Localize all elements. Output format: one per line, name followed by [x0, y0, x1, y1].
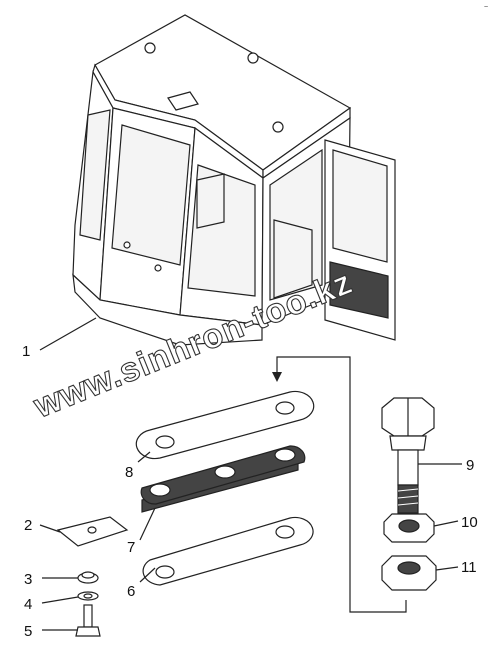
lifting-eye: [247, 52, 259, 64]
small-bolt-head: [75, 626, 101, 637]
lower-shim-plate: [142, 516, 314, 586]
door-window: [332, 149, 388, 263]
callout-6: 6: [127, 583, 135, 600]
leader-line-2: [39, 524, 61, 533]
leader-line-1: [39, 317, 97, 351]
bolt-nut: [381, 555, 437, 591]
small-bolt-shank: [83, 604, 93, 628]
leader-line-10: [433, 520, 459, 527]
lifting-eye: [144, 42, 156, 54]
side-vent-window: [196, 173, 225, 229]
callout-2: 2: [24, 517, 32, 534]
small-washer-hole: [83, 593, 93, 599]
lifting-eye: [272, 121, 284, 133]
leader-line-11: [435, 566, 459, 571]
callout-3: 3: [24, 571, 32, 588]
seat-opening: [273, 219, 313, 299]
leader-line-7: [139, 507, 156, 541]
leader-line-8: [137, 451, 151, 463]
bolt-thread: [397, 484, 419, 514]
front-bolt: [123, 241, 131, 249]
front-windshield: [111, 124, 191, 266]
small-fastener-stack: [75, 571, 101, 637]
front-bolt: [154, 264, 162, 272]
leader-line-6: [139, 567, 156, 583]
callout-10: 10: [461, 514, 478, 531]
bolt-collar: [389, 435, 427, 451]
roof-bracket: [167, 91, 199, 111]
callout-7: 7: [127, 539, 135, 556]
leader-line-4: [41, 596, 79, 604]
callout-5: 5: [24, 623, 32, 640]
bolt-washer: [383, 513, 435, 543]
cab-bottom-skirt: [72, 273, 263, 346]
door-lower-panel: [329, 261, 389, 319]
washer-plate: [56, 516, 129, 547]
upper-shim-plate: [135, 390, 315, 460]
operator-cab: [72, 14, 396, 346]
mounting-bolt: [381, 397, 435, 514]
rubber-mount-pad: [140, 445, 306, 513]
left-window: [79, 109, 111, 241]
bolt-shank: [397, 449, 419, 486]
small-nut-top: [81, 571, 95, 579]
callout-4: 4: [24, 596, 32, 613]
corner-mark: ~: [484, 4, 488, 11]
callout-11: 11: [461, 559, 477, 576]
assembly-bracket-line: [276, 356, 407, 613]
callout-8: 8: [125, 464, 133, 481]
callout-1: 1: [22, 343, 30, 360]
callout-9: 9: [466, 457, 474, 474]
assembly-arrow: [272, 372, 282, 382]
